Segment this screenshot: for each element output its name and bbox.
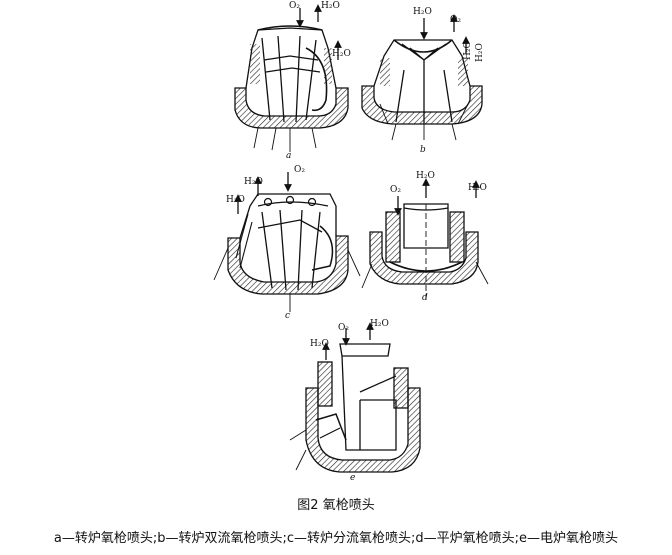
h2o-label-c1: H₂O: [244, 177, 263, 187]
figure-caption: 图2 氧枪喷头: [297, 498, 375, 513]
nozzle-b: [361, 14, 483, 141]
nozzle-diagram: O₂ H₂O H₂O a H₂O O₂ H₂O H₂O b O₂: [213, 1, 489, 480]
nozzle-d: [361, 178, 489, 300]
h2o-label-b2: H₂O: [463, 41, 473, 60]
h2o-label-a1: H₂O: [321, 1, 340, 11]
h2o-label-a2: H₂O: [332, 49, 351, 59]
sublabel-b: b: [420, 145, 426, 155]
sublabel-e: e: [350, 473, 355, 480]
h2o-label-e1: H₂O: [370, 319, 389, 329]
o2-label-e: O₂: [338, 323, 349, 333]
nozzle-c: [213, 172, 361, 312]
h2o-label-d1: H₂O: [416, 171, 435, 181]
sublabel-c: c: [285, 311, 290, 321]
nozzle-e: [289, 322, 421, 473]
h2o-label-b1: H₂O: [413, 7, 432, 17]
o2-label-c: O₂: [294, 165, 305, 175]
h2o-label-d2: H₂O: [468, 183, 487, 193]
o2-label-d: O₂: [390, 185, 401, 195]
o2-label-b: O₂: [450, 15, 461, 25]
h2o-label-c2: H₂O: [226, 195, 245, 205]
sublabel-d: d: [422, 293, 428, 303]
figure-legend: a—转炉氧枪喷头;b—转炉双流氧枪喷头;c—转炉分流氧枪喷头;d—平炉氧枪喷头;…: [53, 531, 619, 546]
sublabel-a: a: [286, 151, 291, 161]
h2o-label-b3: H₂O: [475, 43, 485, 62]
nozzle-a: [234, 4, 349, 152]
h2o-label-e2: H₂O: [310, 339, 329, 349]
o2-label-a: O₂: [289, 1, 300, 11]
